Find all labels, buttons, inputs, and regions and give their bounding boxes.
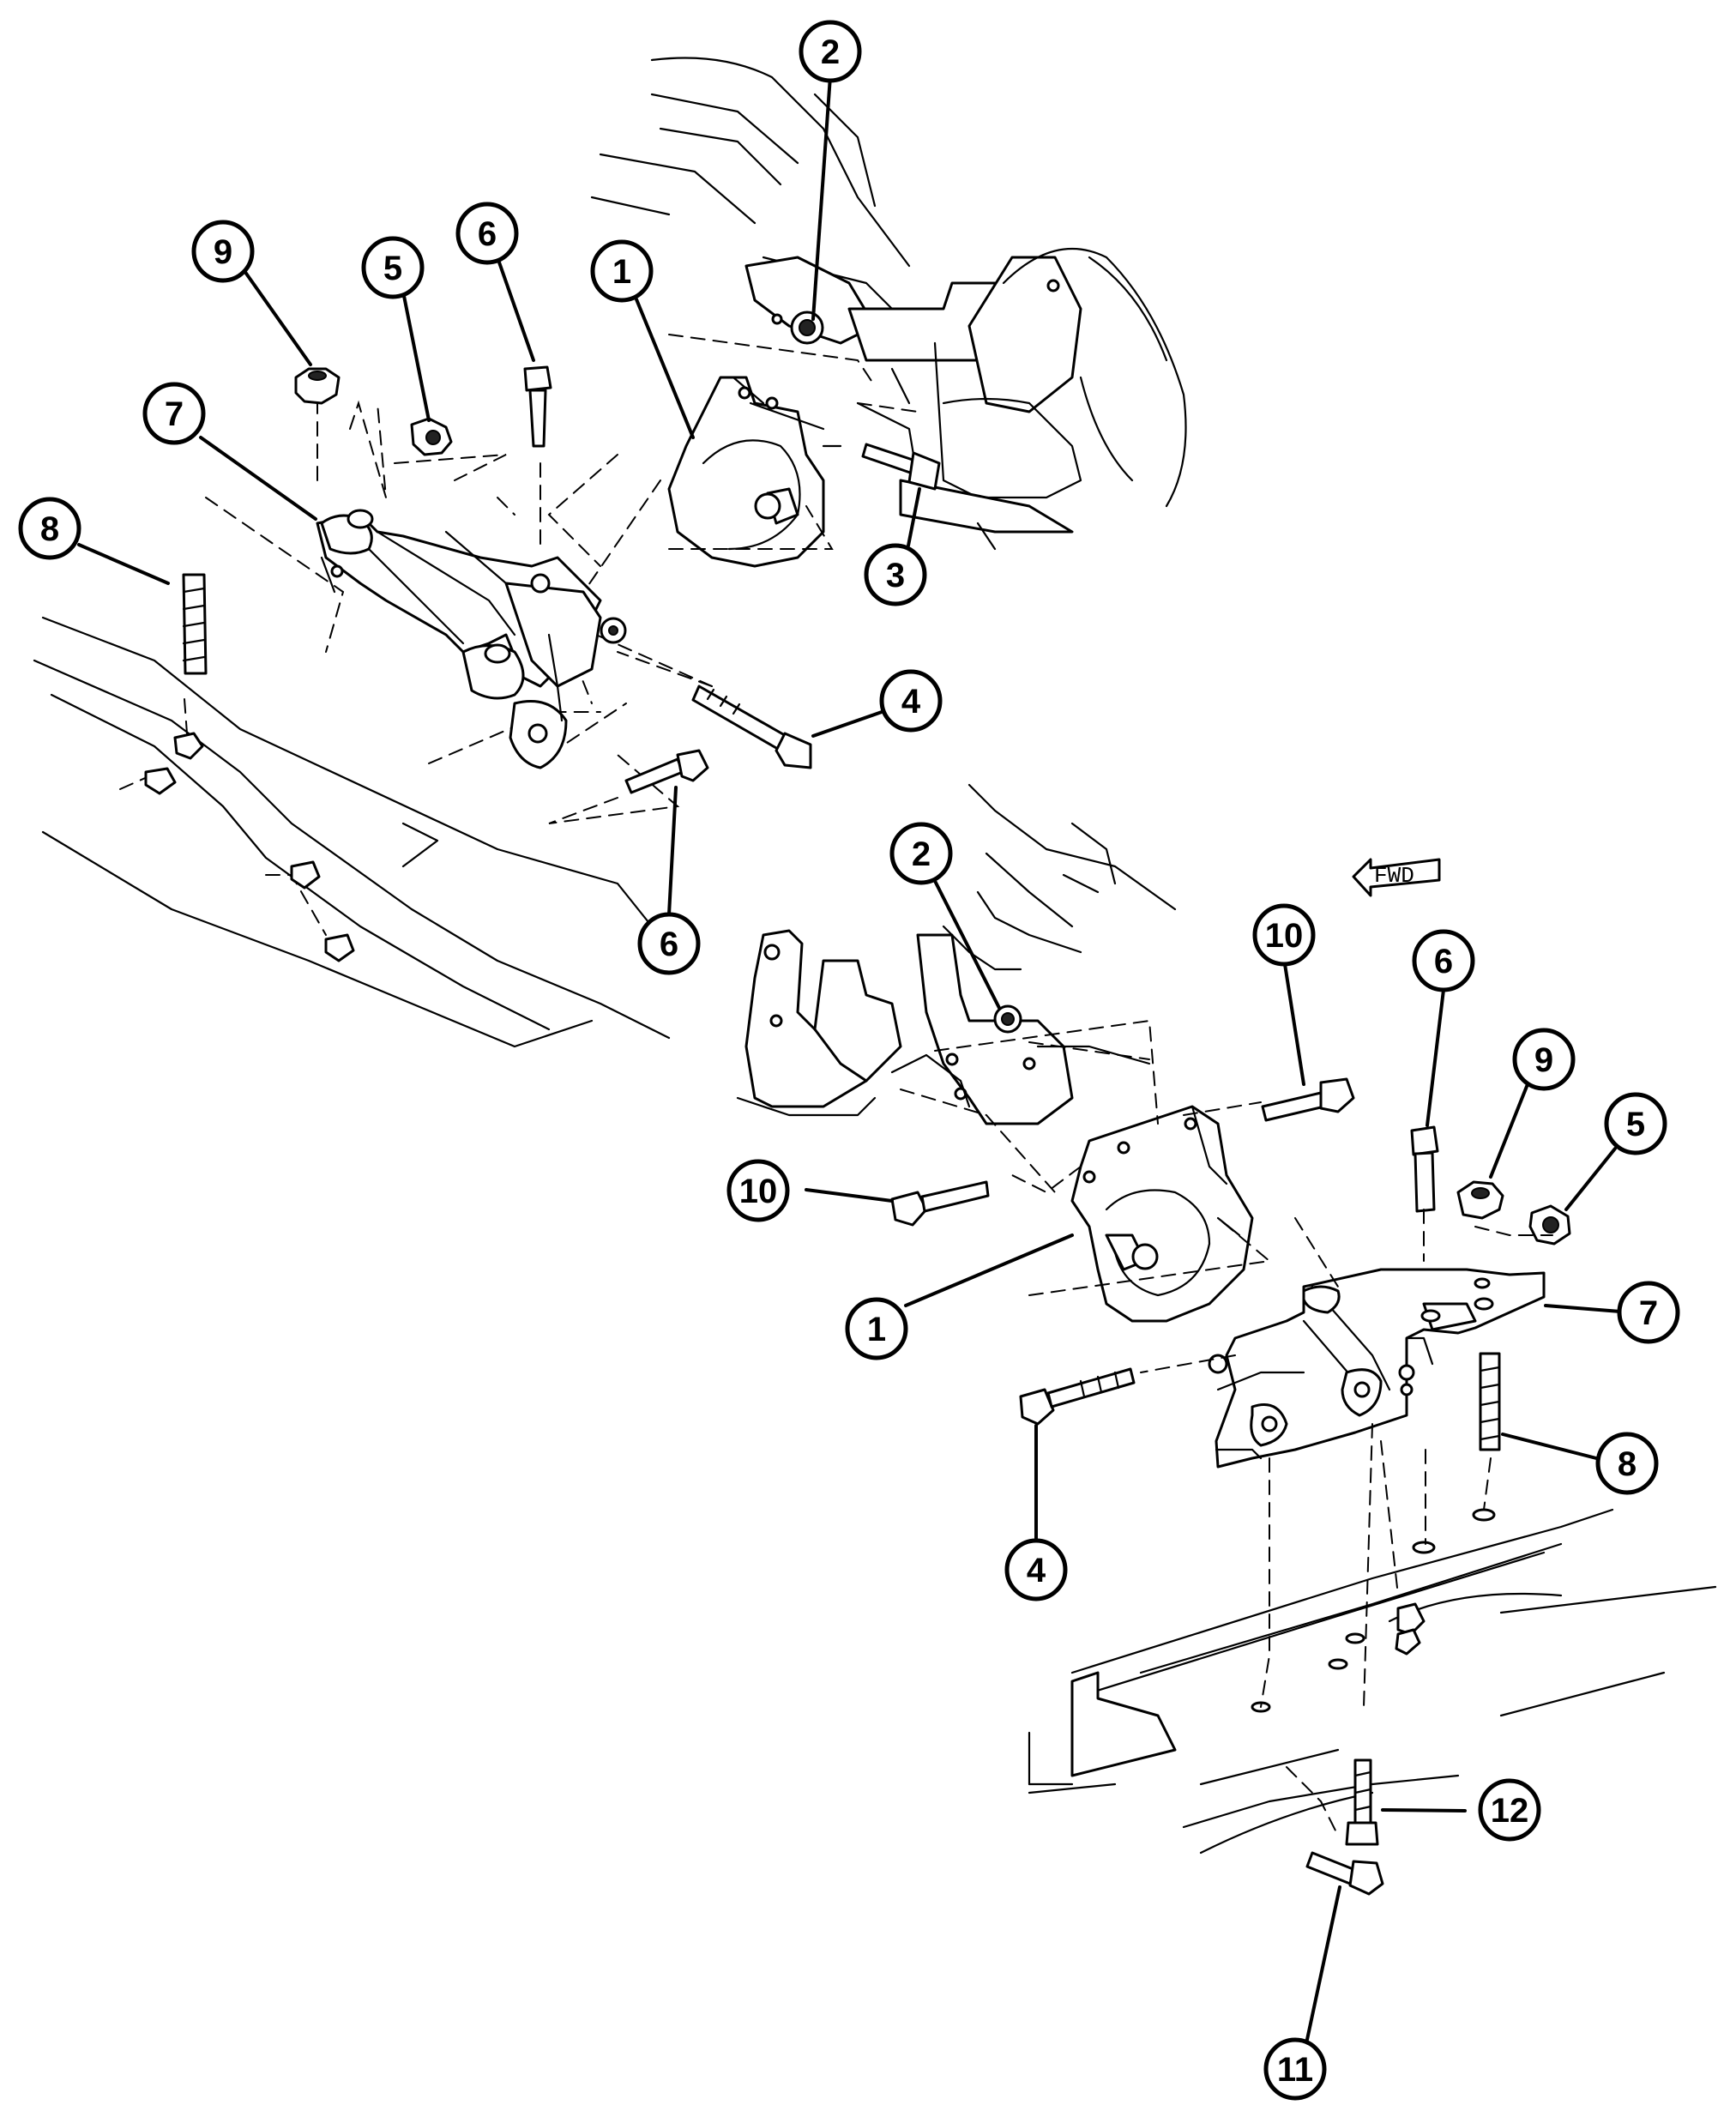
callout-10-bottom-b: 10	[726, 1159, 790, 1222]
callout-label: 1	[612, 253, 631, 291]
upper-stud-8	[182, 573, 208, 675]
callout-6-top: 6	[455, 202, 519, 265]
lower-bolt-6	[1410, 1125, 1439, 1213]
callout-label: 10	[739, 1173, 778, 1210]
callout-label: 12	[1491, 1792, 1529, 1830]
callout-5-top: 5	[361, 236, 425, 299]
callout-7-bottom: 7	[1617, 1281, 1680, 1344]
lower-bolt-4	[1019, 1367, 1136, 1426]
lower-frame-rail	[1028, 1508, 1717, 1855]
callout-label: 8	[1618, 1445, 1637, 1483]
callout-10-bottom-a: 10	[1252, 903, 1316, 967]
callout-label: 9	[214, 233, 232, 271]
callout-4-top: 4	[879, 669, 943, 733]
callout-2-bottom: 2	[889, 822, 953, 885]
upper-bracket-7	[316, 509, 627, 769]
lower-nut-9	[1456, 1180, 1504, 1220]
lower-bolt-10-b	[890, 1180, 990, 1227]
callout-5-bottom: 5	[1604, 1092, 1667, 1155]
callout-label: 6	[478, 215, 497, 253]
lower-bolt-12	[1345, 1758, 1379, 1846]
upper-nut-2	[790, 311, 824, 345]
callout-label: 4	[1027, 1552, 1046, 1589]
lower-assembly: FWD	[736, 783, 1717, 1896]
callout-3-top: 3	[864, 543, 927, 606]
callout-6-mid: 6	[637, 912, 701, 975]
callout-8-top: 8	[18, 497, 81, 560]
callout-label: 7	[165, 395, 184, 433]
upper-bolt-3	[861, 443, 941, 491]
upper-frame-rail	[33, 616, 671, 1048]
callout-label: 9	[1534, 1041, 1553, 1079]
callout-label: 8	[40, 510, 59, 548]
lower-bracket-7	[1208, 1268, 1546, 1469]
callout-8-bottom: 8	[1595, 1432, 1659, 1495]
fwd-arrow: FWD	[1352, 858, 1441, 897]
callout-label: 10	[1265, 917, 1304, 955]
callout-label: 1	[867, 1311, 886, 1348]
lower-nut-2	[993, 1004, 1022, 1034]
lower-stud-8	[1479, 1352, 1501, 1451]
lower-bolt-10-a	[1261, 1077, 1355, 1122]
upper-bolt-4	[691, 685, 812, 769]
callout-4-bottom: 4	[1004, 1538, 1068, 1601]
upper-nut-5	[410, 417, 453, 456]
lower-assembly-lines	[900, 1019, 1553, 1837]
lower-bolt-11	[1305, 1851, 1384, 1896]
upper-nut-9	[294, 367, 341, 405]
callout-label: 4	[901, 683, 921, 721]
callout-7-top: 7	[142, 382, 206, 445]
upper-motor-mount	[667, 376, 842, 568]
callout-1-top: 1	[590, 239, 654, 303]
callout-label: 6	[1434, 943, 1453, 980]
upper-bolt-6	[523, 365, 552, 448]
lower-nut-5	[1528, 1204, 1571, 1246]
callout-6-bottom: 6	[1412, 929, 1475, 992]
callout-9-bottom: 9	[1512, 1028, 1576, 1091]
callout-label: 7	[1639, 1294, 1658, 1332]
upper-assembly	[33, 57, 1187, 1048]
upper-engine-block	[590, 57, 1187, 551]
leader-lines	[77, 75, 1622, 2061]
callout-2-top: 2	[799, 20, 862, 83]
callout-label: 3	[886, 557, 905, 594]
lower-motor-mount	[1070, 1105, 1254, 1323]
callout-label: 2	[821, 33, 840, 71]
callout-label: 6	[660, 926, 678, 963]
fwd-label: FWD	[1374, 863, 1414, 889]
callout-9-top: 9	[191, 220, 255, 283]
callout-12-bottom: 12	[1478, 1778, 1541, 1842]
callout-label: 2	[912, 835, 931, 873]
mid-bolt-6	[624, 749, 709, 794]
callout-11-bottom: 11	[1263, 2037, 1327, 2101]
callout-1-bottom: 1	[845, 1297, 908, 1360]
callout-label: 11	[1277, 2051, 1313, 2089]
callout-label: 5	[1626, 1106, 1645, 1143]
lower-engine-block	[736, 783, 1177, 1125]
callout-label: 5	[383, 250, 402, 287]
